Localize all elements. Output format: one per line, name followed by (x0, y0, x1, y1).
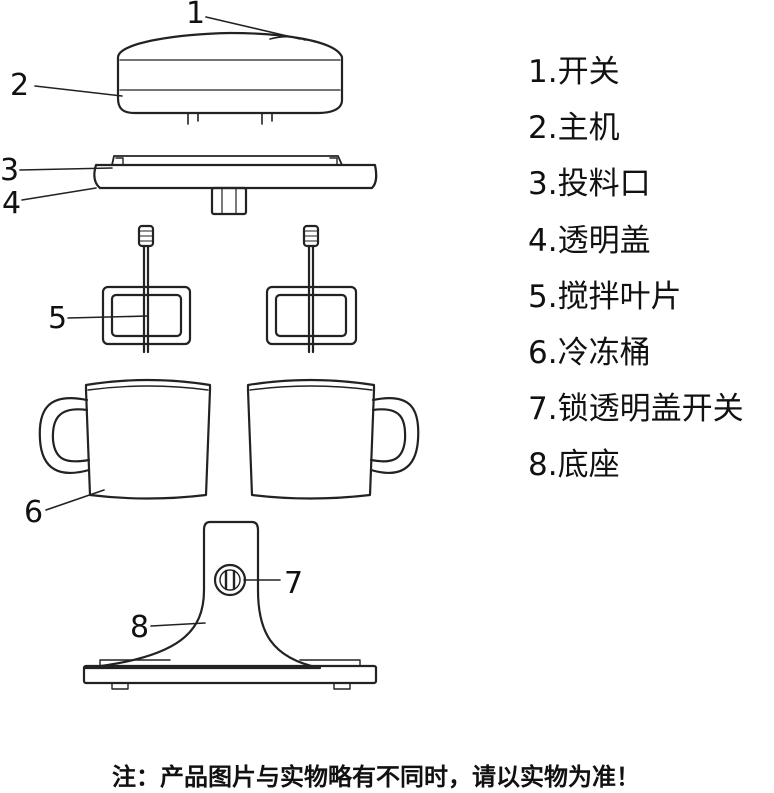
legend-item: 5.搅拌叶片 (528, 278, 682, 315)
callout-8: 8 (130, 610, 149, 645)
disclaimer-note: 注：产品图片与实物略有不同时，请以实物为准！ (112, 763, 640, 791)
mixing-paddle-right-drawing (265, 224, 358, 354)
freezing-bowl-left-drawing (38, 378, 212, 500)
freezing-bowl-right-drawing (246, 378, 420, 500)
callout-6: 6 (24, 495, 43, 530)
lock-switch-icon (213, 563, 247, 597)
mixing-paddle-left-drawing (101, 224, 192, 354)
legend-item: 7.锁透明盖开关 (528, 391, 744, 428)
legend-item: 4.透明盖 (528, 222, 651, 259)
callout-2: 2 (10, 68, 29, 103)
parts-legend: 1.开关 2.主机 3.投料口 4.透明盖 5.搅拌叶片 6.冷冻桶 7.锁透明… (528, 44, 744, 494)
main-unit-drawing (116, 31, 344, 125)
leader-lines (19, 16, 301, 627)
legend-item: 3.投料口 (528, 166, 651, 203)
callout-3: 3 (0, 153, 19, 188)
callout-7: 7 (284, 566, 303, 601)
transparent-lid-drawing (93, 155, 378, 216)
legend-item: 2.主机 (528, 110, 620, 147)
callout-numbers: 1 2 3 4 5 6 7 8 (0, 0, 303, 645)
base-drawing (82, 520, 378, 690)
callout-1: 1 (186, 0, 205, 31)
callout-5: 5 (48, 301, 67, 336)
legend-item: 1.开关 (528, 54, 620, 90)
legend-item: 8.底座 (528, 447, 620, 484)
callout-4: 4 (2, 186, 21, 221)
legend-item: 6.冷冻桶 (528, 334, 651, 371)
